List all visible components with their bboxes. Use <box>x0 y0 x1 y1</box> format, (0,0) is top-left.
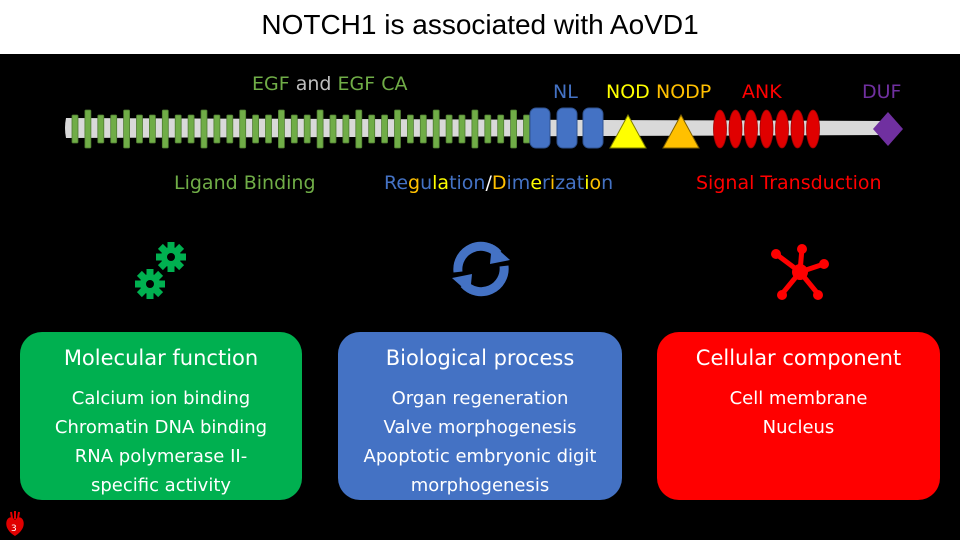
egf-repeat <box>406 114 414 144</box>
regulation-label-part: im <box>506 172 531 194</box>
regulation-label-part: o <box>589 172 602 194</box>
nodp-domain-label: NODP <box>656 81 712 103</box>
egf-repeat <box>510 109 518 149</box>
ank-repeat <box>713 109 727 149</box>
signal-transduction-label: Signal Transduction <box>696 172 882 194</box>
egf-repeat <box>394 109 401 149</box>
ank-repeat <box>806 109 820 149</box>
regulation-label-part: tion <box>449 172 486 194</box>
cellular-component-title: Cellular component <box>695 346 902 370</box>
ligand-binding-label: Ligand Binding <box>174 172 316 194</box>
mf-item: Chromatin DNA binding <box>54 417 268 438</box>
egf-repeat <box>226 114 234 144</box>
regulation-label-part: la <box>432 172 450 194</box>
egf-repeat <box>368 114 376 144</box>
cellular-component-box: Cellular component Cell membrane Nucleus <box>657 332 940 500</box>
egf-repeat <box>110 114 118 144</box>
bp-item: Valve morphogenesis <box>383 417 577 438</box>
egf-repeat <box>484 114 492 144</box>
duf-diamond <box>873 112 903 146</box>
egf-repeat <box>381 114 389 144</box>
egf-label-part: EGF <box>252 73 290 95</box>
egf-repeat <box>342 114 350 144</box>
egf-repeat <box>200 109 208 149</box>
mf-item: specific activity <box>90 475 232 496</box>
nod-domain-label: NOD <box>606 81 650 103</box>
molecule-network-icon <box>771 244 829 300</box>
cc-item: Cell membrane <box>729 388 868 409</box>
nl-block <box>529 107 551 149</box>
egf-repeat <box>123 109 130 149</box>
egf-repeat <box>84 109 92 149</box>
egf-repeat <box>265 114 272 144</box>
egf-repeat <box>187 114 195 144</box>
egf-repeat <box>277 109 285 149</box>
egf-repeat <box>419 114 427 144</box>
molecular-function-box: Molecular function Calcium ion binding C… <box>20 332 302 500</box>
duf-domain-label: DUF <box>862 81 902 103</box>
bp-item: Organ regeneration <box>391 388 569 409</box>
egf-repeat <box>329 114 337 144</box>
nl-block <box>556 107 578 149</box>
egf-repeat <box>316 109 324 149</box>
egf-repeat <box>471 109 479 149</box>
egf-repeat <box>148 114 156 144</box>
egf-repeat <box>523 114 530 144</box>
egf-repeat <box>458 114 466 144</box>
gears-icon <box>135 242 186 299</box>
mf-item: RNA polymerase II- <box>74 446 248 467</box>
egf-repeat <box>355 109 363 149</box>
regulation-label-part: D <box>491 172 507 194</box>
anatomical-heart-icon <box>6 511 24 536</box>
egf-repeat <box>303 114 311 144</box>
egf-label-part: EGF CA <box>337 73 408 95</box>
egf-repeat <box>445 114 453 144</box>
nod-triangle <box>609 113 647 149</box>
egf-repeat <box>174 114 182 144</box>
slide-number: 3 <box>11 524 17 534</box>
ank-repeat <box>759 109 774 149</box>
regulation-label-part: i <box>549 172 556 194</box>
regulation-label-part: g <box>408 172 421 194</box>
nl-block <box>582 107 604 149</box>
ank-domain-label: ANK <box>742 81 782 103</box>
egf-repeat <box>136 114 143 144</box>
ank-repeat <box>790 109 805 149</box>
regulation-label-part: i <box>584 172 590 194</box>
regulation-dimerization-label: Regulation/Dimerization <box>384 172 613 194</box>
regulation-label-part: r <box>542 172 550 194</box>
nl-domain-label: NL <box>553 81 578 103</box>
cc-item: Nucleus <box>762 417 835 438</box>
regulation-label-part: e <box>530 172 543 194</box>
regulation-label-part: zat <box>555 172 585 194</box>
notch1-protein-diagram <box>65 107 903 149</box>
egf-domain-label: EGF and EGF CA <box>252 73 407 95</box>
egf-repeat <box>161 109 169 149</box>
egf-repeat <box>213 114 221 144</box>
mf-item: Calcium ion binding <box>71 388 251 409</box>
egf-repeat <box>497 114 505 144</box>
egf-label-part: and <box>289 73 338 95</box>
biological-process-box: Biological process Organ regeneration Va… <box>338 332 622 500</box>
egf-repeat <box>97 114 105 144</box>
nodp-triangle <box>662 113 700 149</box>
regulation-label-part: n <box>601 172 614 194</box>
regulation-label-part: Re <box>384 172 409 194</box>
egf-repeat <box>71 114 79 144</box>
molecular-function-title: Molecular function <box>63 346 259 370</box>
slide-title: NOTCH1 is associated with AoVD1 <box>0 0 960 54</box>
bp-item: morphogenesis <box>410 475 550 496</box>
biological-process-title: Biological process <box>385 346 575 370</box>
bp-item: Apoptotic embryonic digit <box>363 446 597 467</box>
ank-repeat <box>728 109 743 149</box>
ank-repeat <box>744 109 758 149</box>
egf-repeat <box>239 109 247 149</box>
egf-repeat <box>252 114 260 144</box>
regulation-label-part: u <box>420 172 433 194</box>
ank-repeat <box>775 109 789 149</box>
egf-repeat <box>290 114 298 144</box>
regulation-label-part: / <box>485 172 492 194</box>
refresh-cycle-icon <box>452 241 510 297</box>
egf-repeat <box>432 109 440 149</box>
